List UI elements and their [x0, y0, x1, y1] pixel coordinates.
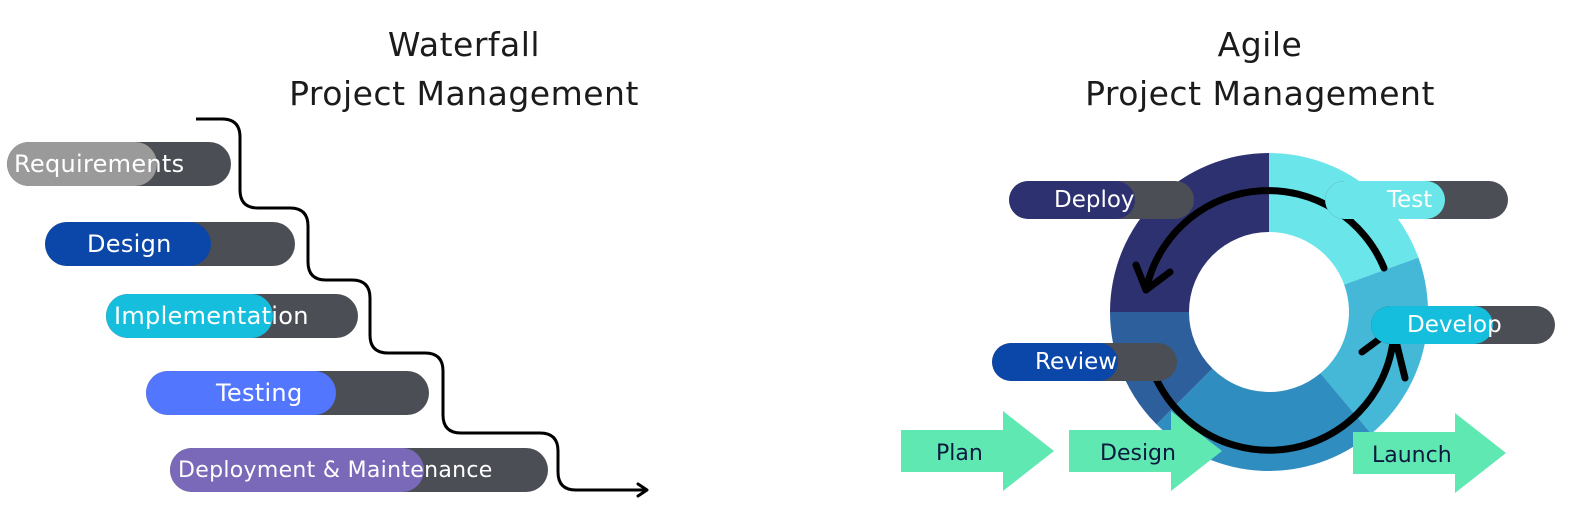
phase-requirements-fill [7, 142, 157, 186]
phase-implementation-label: Implementation [114, 302, 309, 330]
flow-label-design: Design [1100, 441, 1176, 466]
stage-deploy: Deploy [1009, 181, 1194, 219]
stage-develop-label: Develop [1407, 312, 1502, 338]
phase-design-label: Design [87, 230, 172, 258]
phase-requirements: Requirements [7, 142, 231, 186]
waterfall-title: Waterfall Project Management [234, 20, 694, 118]
stage-test-fill [1325, 181, 1445, 219]
phase-deployment-maintenance: Deployment & Maintenance [170, 448, 548, 492]
phase-deployment-maintenance-label: Deployment & Maintenance [178, 457, 493, 483]
phase-deployment-maintenance-fill [170, 448, 424, 492]
phase-design: Design [45, 222, 295, 266]
phase-implementation: Implementation [106, 294, 358, 338]
stage-deploy-fill [1009, 181, 1135, 219]
phase-testing-fill [146, 371, 336, 415]
phase-testing: Testing [146, 371, 429, 415]
agile-title-line1: Agile [1217, 25, 1303, 64]
phase-design-fill [45, 222, 211, 266]
agile-title-line2: Project Management [1085, 74, 1435, 113]
phase-requirements-label: Requirements [14, 150, 185, 178]
stage-develop: Develop [1371, 306, 1555, 344]
flow-label-plan: Plan [936, 441, 983, 466]
ring-segment-1 [1110, 153, 1269, 312]
flow-arrow-design [1069, 411, 1222, 491]
stage-develop-fill [1371, 306, 1493, 344]
waterfall-title-line2: Project Management [289, 74, 639, 113]
stage-review-label: Review [1035, 349, 1118, 375]
stage-review: Review [992, 343, 1177, 381]
phase-implementation-fill [106, 294, 273, 338]
stage-test: Test [1325, 181, 1508, 219]
flow-label-launch: Launch [1372, 443, 1452, 468]
stage-test-label: Test [1387, 187, 1433, 213]
flow-arrow-launch [1353, 413, 1506, 493]
flow-arrow-plan [901, 411, 1054, 491]
waterfall-title-line1: Waterfall [387, 25, 541, 64]
stage-deploy-label: Deploy [1054, 187, 1135, 213]
stage-review-fill [992, 343, 1118, 381]
agile-title: Agile Project Management [1030, 20, 1490, 118]
phase-testing-label: Testing [216, 379, 303, 407]
